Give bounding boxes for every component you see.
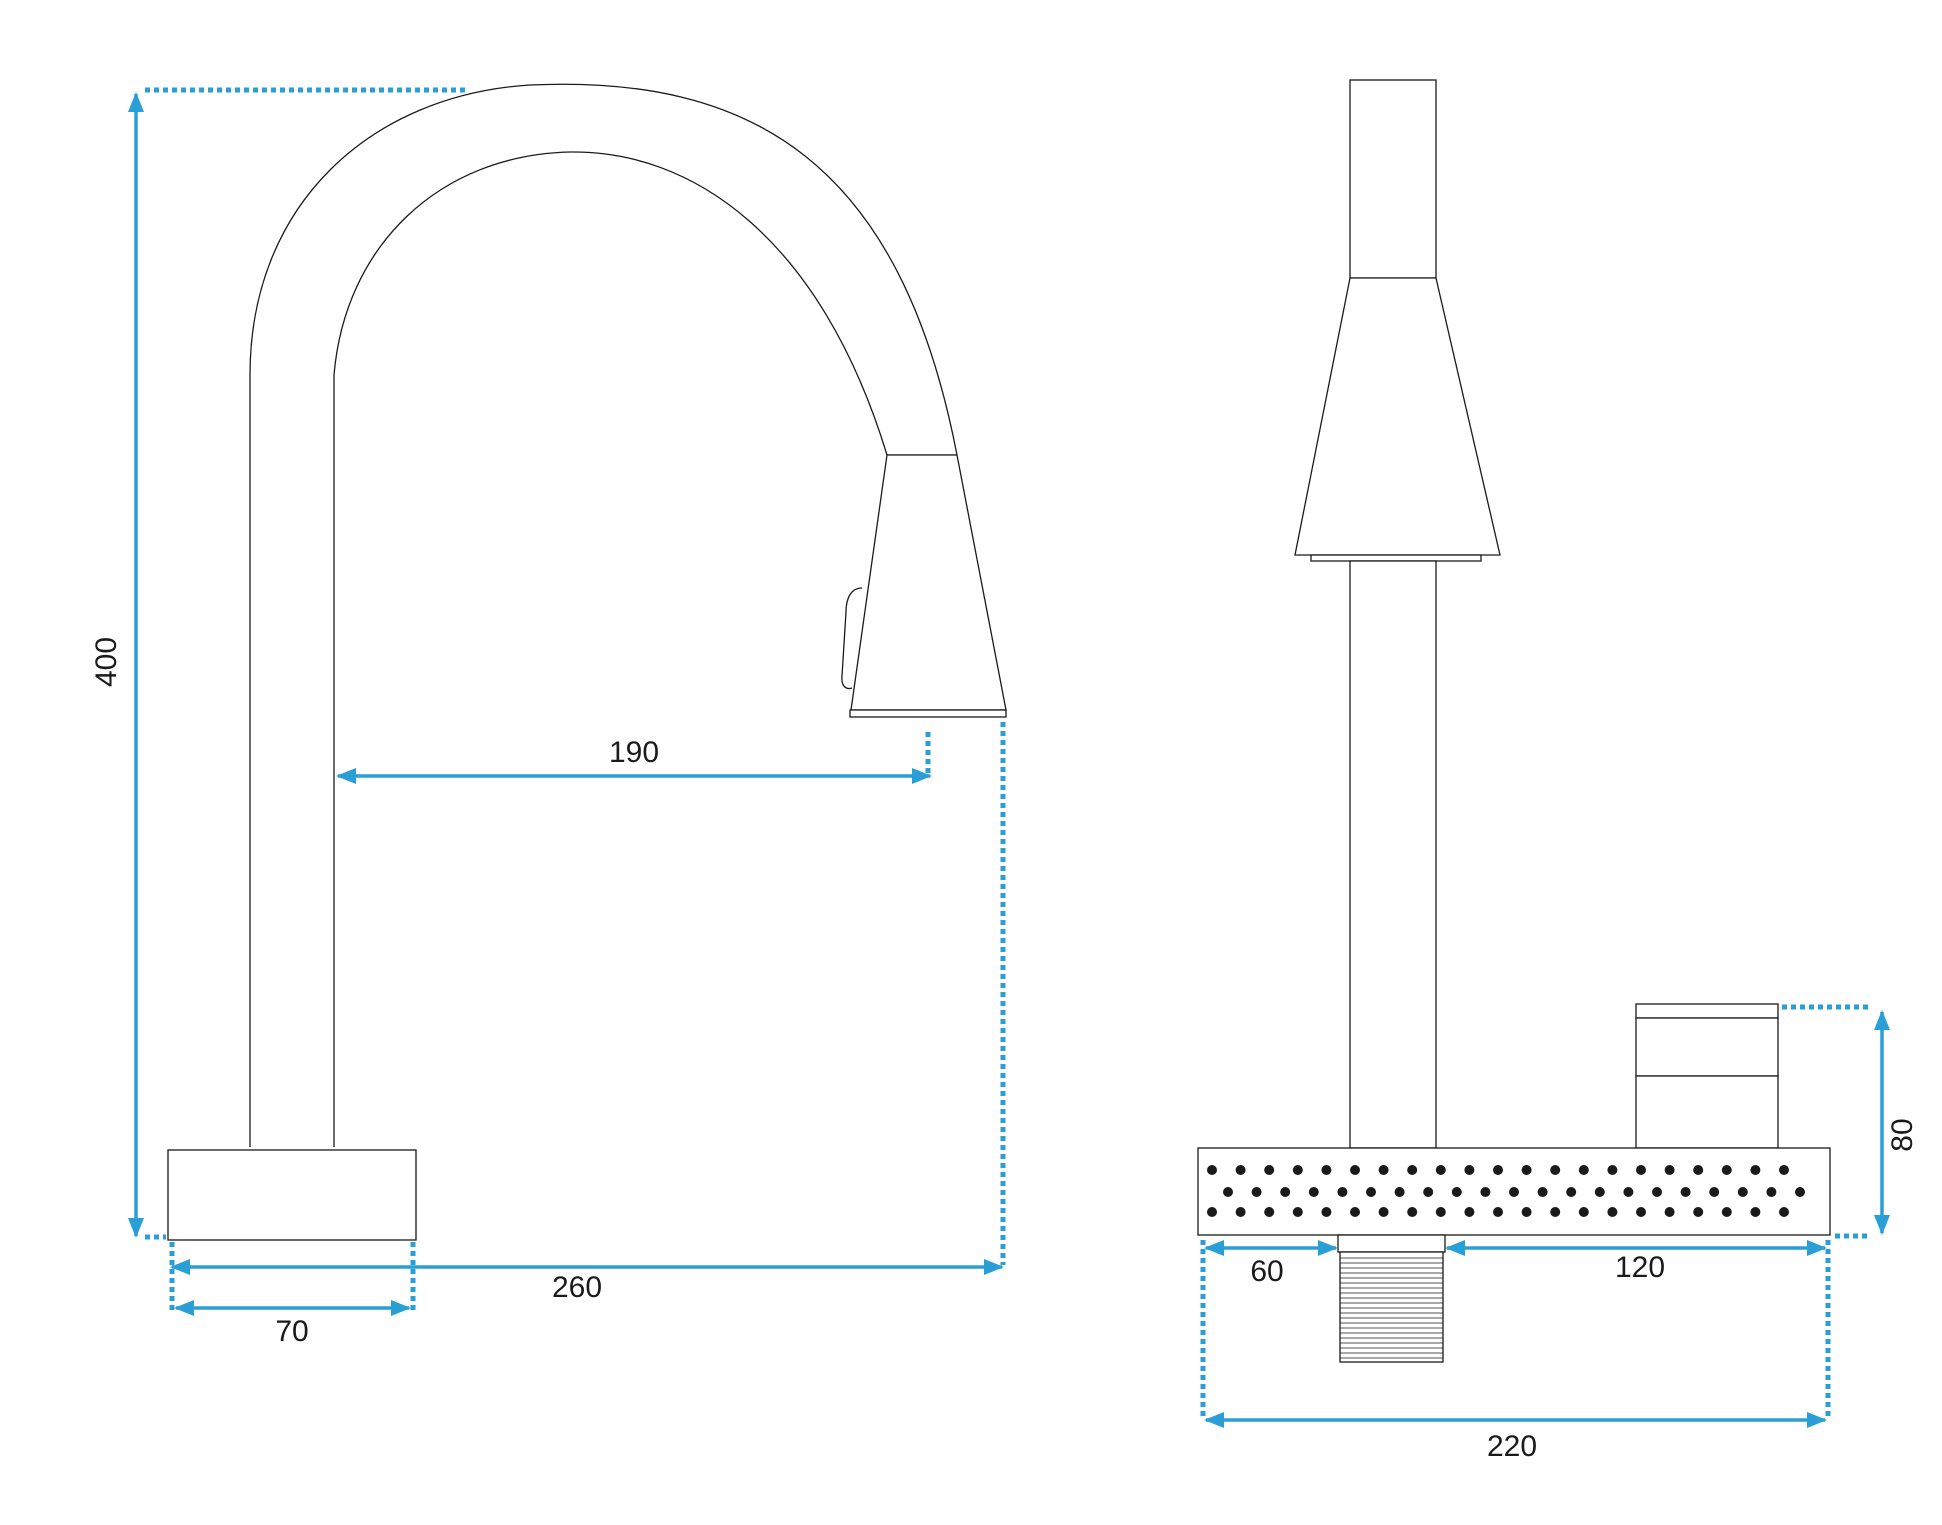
base-dot <box>1464 1207 1475 1217</box>
base-dot <box>1709 1187 1720 1197</box>
base-dot <box>1550 1207 1561 1217</box>
base-dot <box>1235 1165 1246 1175</box>
handle-upper <box>1635 1017 1779 1077</box>
base-dot <box>1795 1187 1805 1197</box>
base-dot <box>1394 1187 1405 1197</box>
dimension-lines <box>128 87 1890 1428</box>
base-dot <box>1350 1165 1360 1175</box>
base-dot <box>1578 1207 1589 1217</box>
mounting-collar <box>1337 1234 1446 1253</box>
dim-total-depth <box>169 722 1006 1310</box>
front-spray-head <box>1294 277 1501 556</box>
dim-handle-height <box>1782 1004 1890 1239</box>
base-dot <box>1280 1187 1291 1197</box>
base-dot <box>1407 1165 1418 1175</box>
base-dot <box>1223 1187 1233 1197</box>
base-dot <box>1464 1165 1475 1175</box>
dim-total-height <box>128 87 468 1240</box>
dim-spout-reach <box>336 732 932 784</box>
spray-button <box>841 587 863 690</box>
base-dot <box>1366 1187 1376 1197</box>
handle-cap <box>1635 1003 1779 1019</box>
base-dot <box>1435 1207 1446 1217</box>
base-dot <box>1378 1207 1389 1217</box>
label-spout-offset: 60 <box>1250 1255 1283 1288</box>
threaded-shank <box>1339 1251 1444 1363</box>
base-dot <box>1435 1165 1446 1175</box>
base-dot <box>1378 1165 1389 1175</box>
base-dot <box>1578 1165 1589 1175</box>
handle-lower <box>1635 1075 1779 1149</box>
base-dot <box>1607 1207 1618 1217</box>
spout-outer-outline <box>249 83 958 1147</box>
base-dot <box>1480 1187 1491 1197</box>
base-dot <box>1521 1207 1532 1217</box>
base-dot <box>1721 1207 1732 1217</box>
base-dot <box>1737 1187 1748 1197</box>
base-dot <box>1664 1165 1675 1175</box>
base-dot <box>1636 1207 1646 1217</box>
base-dot <box>1264 1165 1275 1175</box>
front-view <box>1197 79 1831 1363</box>
base-dot <box>1509 1187 1519 1197</box>
spray-head-rim <box>849 709 1007 718</box>
dim-base-width <box>1200 1240 1831 1428</box>
base-dot <box>1594 1187 1605 1197</box>
upper-neck <box>1349 79 1437 279</box>
base-dot <box>1750 1207 1761 1217</box>
base-dot <box>1423 1187 1434 1197</box>
base-dot <box>1550 1165 1561 1175</box>
base-dot <box>1493 1165 1503 1175</box>
base-dot <box>1292 1165 1303 1175</box>
base-dot <box>1264 1207 1275 1217</box>
front-spray-rim <box>1310 554 1482 562</box>
base-dot <box>1337 1187 1348 1197</box>
label-total-depth: 260 <box>552 1271 602 1304</box>
shank-thread-lines <box>1340 1257 1443 1359</box>
base-dot <box>1779 1207 1789 1217</box>
base-dot <box>1321 1165 1332 1175</box>
base-dot <box>1607 1165 1618 1175</box>
base-dot <box>1779 1165 1789 1175</box>
base-dot <box>1537 1187 1548 1197</box>
lower-column <box>1349 560 1437 1149</box>
label-spout-reach: 190 <box>609 736 659 769</box>
side-base-block <box>167 1149 417 1241</box>
base-dot <box>1566 1187 1577 1197</box>
base-dot <box>1721 1165 1732 1175</box>
label-base-depth: 70 <box>275 1315 308 1348</box>
base-dot <box>1251 1187 1262 1197</box>
base-dot-pattern <box>1207 1165 1805 1217</box>
base-dot <box>1623 1187 1634 1197</box>
base-dot <box>1207 1207 1217 1217</box>
base-dot <box>1451 1187 1462 1197</box>
label-handle-offset: 120 <box>1615 1251 1665 1284</box>
base-dot <box>1350 1207 1360 1217</box>
base-dot <box>1636 1165 1646 1175</box>
base-dot <box>1493 1207 1503 1217</box>
base-dot <box>1664 1207 1675 1217</box>
base-dot <box>1750 1165 1761 1175</box>
side-view <box>167 83 1007 1241</box>
base-dot <box>1235 1207 1246 1217</box>
base-dot <box>1693 1207 1704 1217</box>
base-dot <box>1207 1165 1217 1175</box>
base-dot <box>1766 1187 1777 1197</box>
spout-inner-outline <box>333 151 888 1147</box>
base-dot <box>1292 1207 1303 1217</box>
base-dot <box>1407 1207 1418 1217</box>
label-total-height: 400 <box>90 637 123 687</box>
label-handle-height: 80 <box>1886 1118 1919 1151</box>
base-dot <box>1693 1165 1704 1175</box>
base-dot <box>1521 1165 1532 1175</box>
base-dot <box>1652 1187 1662 1197</box>
spray-head <box>850 454 1007 711</box>
base-dot <box>1321 1207 1332 1217</box>
label-base-width: 220 <box>1487 1430 1537 1463</box>
base-dot <box>1308 1187 1319 1197</box>
base-dot <box>1680 1187 1691 1197</box>
